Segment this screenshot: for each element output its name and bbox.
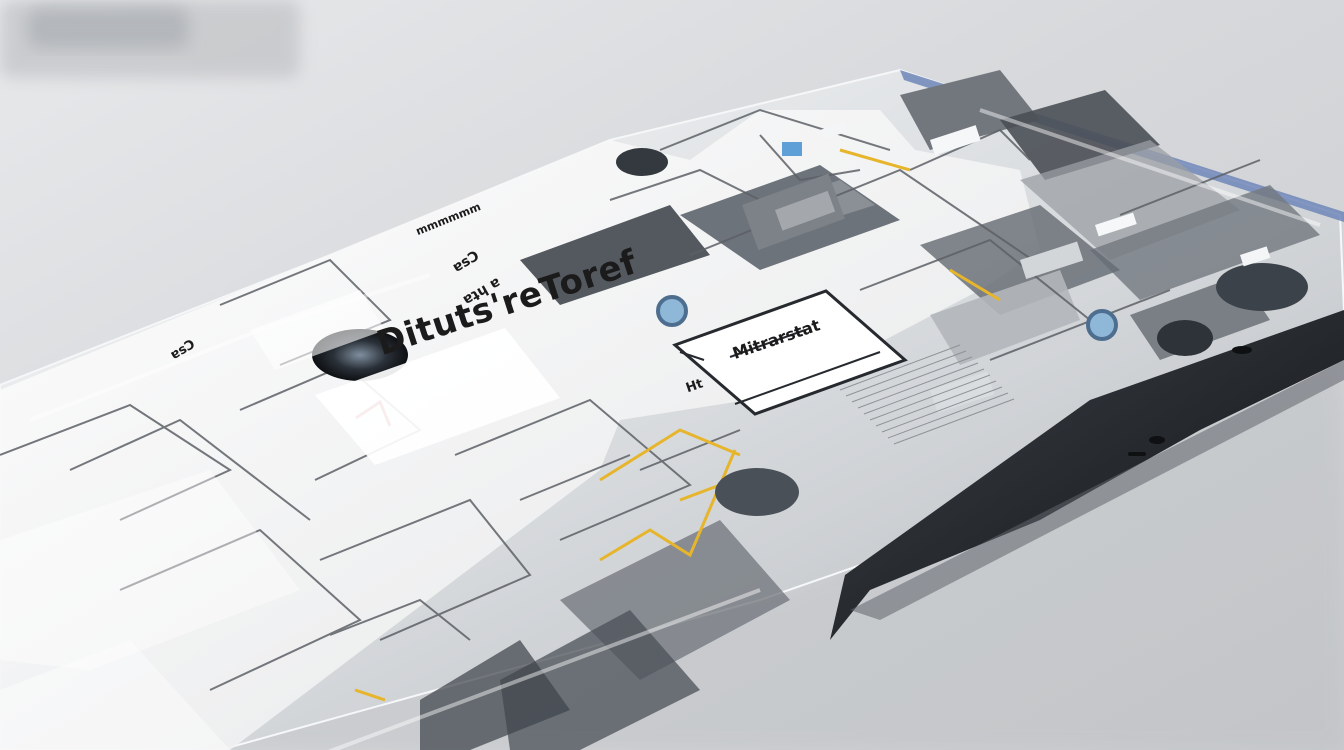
drawing-sheet: [0, 110, 1040, 750]
panel-lines: [679, 329, 881, 405]
label-panels: [0, 289, 908, 750]
blue-accents: [656, 142, 1118, 341]
background-object: [0, 0, 300, 78]
phone-frame-highlight: [850, 360, 1344, 620]
phone-frame-edge: [830, 310, 1344, 640]
vent-grille: [839, 344, 1015, 445]
reflections: [29, 108, 1321, 750]
fine-details: [742, 121, 1271, 413]
side-ports: [1128, 346, 1252, 456]
